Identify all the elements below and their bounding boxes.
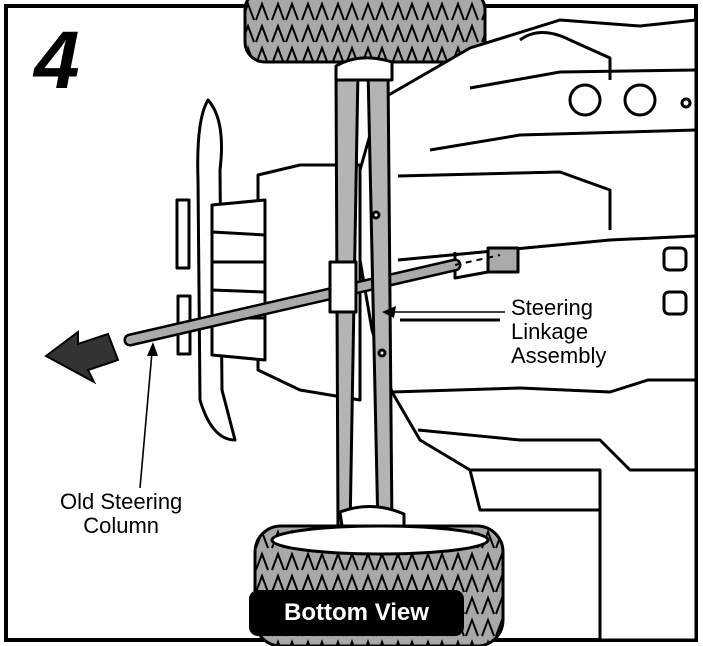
old-steering-column bbox=[123, 254, 501, 347]
steering-linkage-label-line: Assembly bbox=[511, 342, 607, 368]
bumper-assembly bbox=[175, 98, 362, 442]
removal-arrow-icon bbox=[44, 330, 120, 385]
leader-arrowhead-linkage bbox=[382, 306, 396, 318]
old-steering-column-label: Old Steering Column bbox=[60, 490, 182, 538]
old-steering-column-label-line: Old Steering bbox=[60, 489, 183, 514]
old-steering-column-label-line: Column bbox=[83, 512, 160, 538]
step-number: 4 bbox=[34, 15, 80, 106]
steering-linkage-label-line: Steering bbox=[511, 295, 593, 320]
view-badge-label: Bottom View bbox=[284, 599, 429, 626]
top-wheel bbox=[243, 0, 487, 64]
view-badge: Bottom View bbox=[249, 590, 464, 636]
leader-lines bbox=[139, 311, 505, 489]
steering-linkage-label: Steering Linkage Assembly bbox=[511, 296, 606, 367]
vehicle-body bbox=[358, 18, 698, 642]
leader-arrowhead-column bbox=[147, 342, 158, 356]
steering-linkage-label-line: Linkage bbox=[511, 318, 589, 344]
